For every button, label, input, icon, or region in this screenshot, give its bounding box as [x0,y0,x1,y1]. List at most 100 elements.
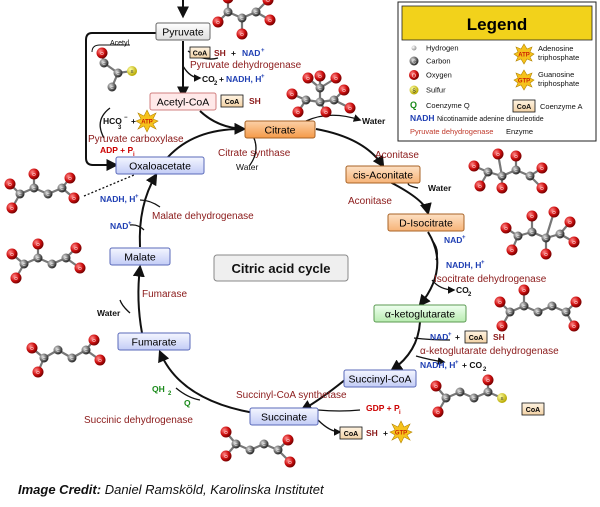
arrow-isocitrate-to-akg [418,231,439,307]
svg-text:ATP: ATP [518,53,530,59]
svg-text:+: + [261,74,265,80]
atom-label: O [68,176,72,181]
nadh-mdh: NADH, H [100,194,135,204]
atom-label: O [92,338,96,343]
atom-label: O [318,74,322,79]
atom-label: C [332,98,336,103]
atom-c [67,353,77,363]
cis-aconitate-label: cis-Aconitate [353,170,413,182]
atom-o [506,244,518,256]
atom-c [53,345,63,355]
node-acetyl-coa: Acetyl-CoA [149,92,217,111]
node-succinate: Succinate [249,407,319,426]
atom-c [497,171,507,181]
svg-text:triphosphate: triphosphate [538,79,579,88]
atom-label: C [522,304,526,309]
atom-label: O [486,378,490,383]
atom-label: O [240,32,244,37]
node-citrate: Citrate [244,120,316,139]
cofactors: CoA SH + NAD + CO 2 + NADH, H + CoA SH H… [97,46,505,444]
enzyme-aconitase-2: Aconitase [348,196,392,207]
svg-text:CoA: CoA [526,407,540,414]
atom-label: C [318,86,322,91]
arrow-fumarate-to-malate [132,264,145,334]
atom-label: C [18,192,22,197]
atom-c [527,227,537,237]
atom-c [43,189,53,199]
atom-c [107,82,117,92]
atom-label: O [496,152,500,157]
atom-o [64,172,76,184]
atom-o [540,248,552,260]
atom-label: O [30,346,34,351]
atom-label: O [36,242,40,247]
svg-text:+: + [455,332,460,342]
co2-pdh: CO [202,74,215,84]
atom-o [492,148,504,160]
atom-c [533,307,543,317]
enzyme-labels: Pyruvate dehydrogenase Pyruvate carboxyl… [84,60,559,426]
svg-text:Carbon: Carbon [426,57,451,66]
oxaloacetate-dotted-link [83,174,135,197]
legend-title: Legend [467,15,527,34]
atom-o [430,380,442,392]
enzyme-pyruvate-carboxylase: Pyruvate carboxylase [88,134,184,145]
svg-text:+: + [462,235,466,241]
atom-c [301,95,311,105]
atom-label: C [318,100,322,105]
atom-o [482,374,494,386]
svg-text:CoA: CoA [517,104,531,111]
atom-o [94,354,106,366]
atom-c [223,7,233,17]
atom-o [338,84,350,96]
atom-label: O [14,276,18,281]
water-aconitase-out: Water [362,116,386,126]
atom-c [99,58,109,68]
image-credit: Image Credit: Daniel Ramsköld, Karolinsk… [18,482,324,497]
atom-label: C [64,256,68,261]
carbon-icon: C [409,56,419,66]
cycle-title-text: Citric acid cycle [232,261,331,276]
svg-text:C: C [412,60,416,66]
arrow-cisaconitate-to-isocitrate [389,181,432,216]
atom-c [513,231,523,241]
atom-c [39,353,49,363]
atom-label: C [56,348,60,353]
fumarate-label: Fumarate [132,337,177,349]
atom-c [47,259,57,269]
enzyme-succinic-dehydrogenase: Succinic dehydrogenase [84,415,193,426]
legend-title-bar [401,5,593,41]
atom-o [70,242,82,254]
atom-o [292,106,304,118]
coa-badge-succinyl-model: CoA [521,402,545,416]
atom-c [231,439,241,449]
atom-label: O [500,324,504,329]
atom-label: O [348,106,352,111]
atom-label: O [434,384,438,389]
atom-o [570,296,582,308]
atom-label: C [50,262,54,267]
atom-o [28,168,40,180]
atom-c [259,439,269,449]
svg-text:Adenosine: Adenosine [538,44,573,53]
atom-o [548,206,560,218]
image-credit-label: Image Credit: [18,482,102,497]
atom-label: O [224,454,228,459]
atom-label: O [286,438,290,443]
enzyme-citrate-synthase: Citrate synthase [218,148,291,159]
svg-text:Coenzyme Q: Coenzyme Q [426,101,470,110]
atom-o [88,334,100,346]
node-pyruvate: Pyruvate [155,22,211,41]
atom-label: C [60,186,64,191]
arrow-akg-to-succinylcoa [390,321,421,372]
enzyme-example: Pyruvate dehydrogenase [410,127,493,136]
a-ketoglutarate-label: α-ketoglutarate [385,309,455,321]
arrow-acetylcoa-to-citrate [199,110,245,130]
image-credit-text: Daniel Ramsköld, Karolinska Institutet [104,482,324,497]
atom-label: C [516,234,520,239]
atom-label: O [10,252,14,257]
